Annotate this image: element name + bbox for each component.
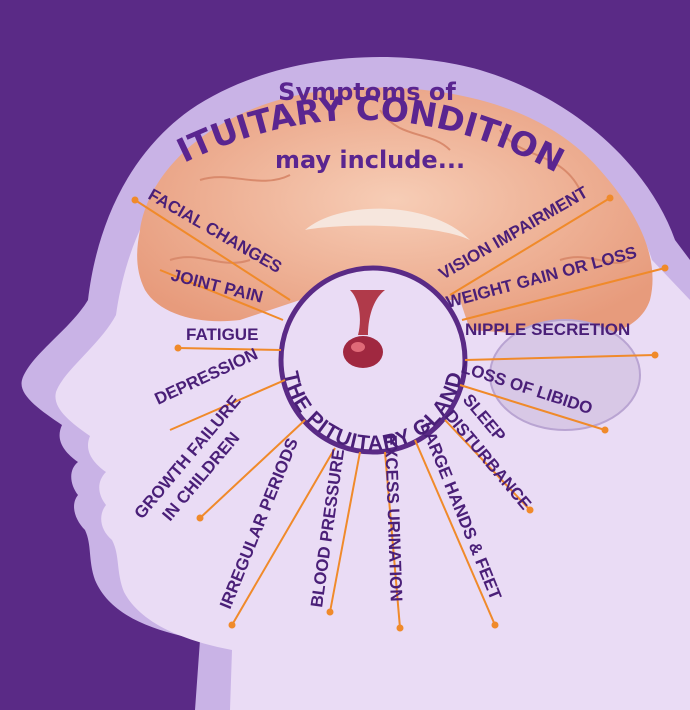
- gland-highlight: [351, 342, 365, 352]
- label-nipple-secretion: NIPPLE SECRETION: [465, 320, 630, 339]
- label-fatigue: FATIGUE: [186, 325, 258, 344]
- title-line3: may include...: [275, 146, 465, 174]
- pituitary-gland: [343, 336, 383, 368]
